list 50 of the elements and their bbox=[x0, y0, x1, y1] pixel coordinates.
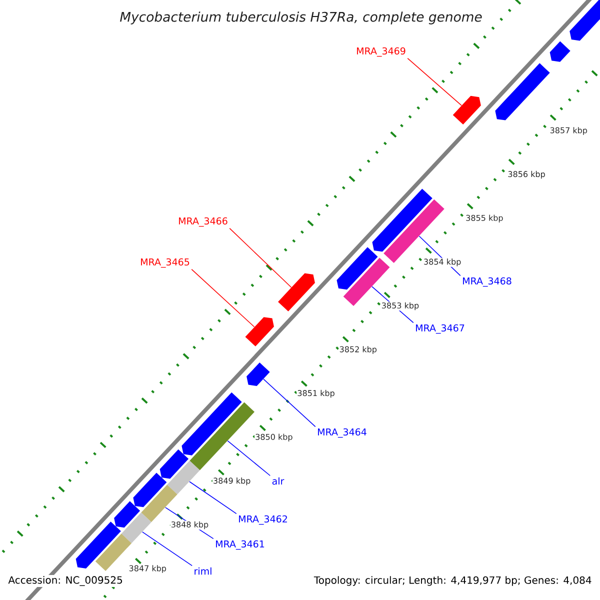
gene-block bbox=[452, 96, 481, 124]
gene-bar bbox=[167, 460, 200, 494]
scale-label: 3852 kbp bbox=[338, 346, 378, 354]
gene-block bbox=[114, 501, 140, 528]
leader-line bbox=[407, 58, 462, 106]
gene-label: MRA_3462 bbox=[239, 515, 287, 525]
gene-label: riml bbox=[194, 567, 212, 575]
gene-label: alr bbox=[272, 477, 284, 485]
scale-label: 3856 kbp bbox=[507, 170, 546, 180]
gene-bar bbox=[141, 484, 178, 522]
gene-block bbox=[133, 472, 167, 508]
gene-label: MRA_3467 bbox=[416, 324, 464, 334]
gene-block bbox=[246, 362, 270, 386]
gene-block bbox=[336, 247, 378, 290]
gene-block bbox=[278, 273, 315, 312]
scale-label: 3853 kbp bbox=[380, 302, 420, 311]
scale-label: 3847 kbp bbox=[128, 564, 168, 574]
gene-block bbox=[160, 449, 189, 479]
leader-line bbox=[263, 378, 316, 428]
leader-line bbox=[189, 481, 237, 514]
gene-label: MRA_3466 bbox=[179, 217, 228, 227]
scale-label: 3849 kbp bbox=[212, 476, 252, 486]
title: Mycobacterium tuberculosis H37Ra, complete genome bbox=[120, 12, 482, 24]
scale-label: 3854 kbp bbox=[422, 258, 462, 267]
accession-note: Accession: NC_009525 bbox=[7, 575, 124, 587]
gene-block bbox=[570, 0, 600, 41]
scale-label: 3855 kbp bbox=[465, 214, 504, 224]
gene-block bbox=[182, 392, 242, 456]
gene-label: MRA_3465 bbox=[141, 258, 190, 268]
gene-block bbox=[245, 317, 274, 346]
leader-line bbox=[227, 440, 271, 476]
leader-line bbox=[229, 228, 292, 288]
genome-stats: Topology: circular; Length: 4,419,977 bp; Genes: 4,084 bbox=[312, 575, 593, 587]
gene-block bbox=[495, 63, 550, 120]
scale-label: 3857 kbp bbox=[549, 126, 588, 136]
leader-line bbox=[142, 532, 192, 566]
gene-bar bbox=[121, 512, 152, 544]
gene-label: MRA_3468 bbox=[463, 277, 512, 287]
scale-label: 3850 kbp bbox=[254, 433, 294, 442]
gene-bar bbox=[384, 199, 444, 263]
scale-label: 3848 kbp bbox=[170, 520, 210, 530]
leader-line bbox=[191, 268, 255, 328]
gene-label: MRA_3469 bbox=[357, 47, 406, 57]
gene-label: MRA_3464 bbox=[318, 428, 366, 438]
gene-block bbox=[550, 41, 570, 62]
scale-label: 3851 kbp bbox=[296, 389, 336, 398]
gene-label: MRA_3461 bbox=[216, 540, 264, 550]
gene-block bbox=[76, 522, 121, 568]
gene-bar bbox=[190, 402, 254, 470]
gene-block bbox=[372, 188, 432, 252]
